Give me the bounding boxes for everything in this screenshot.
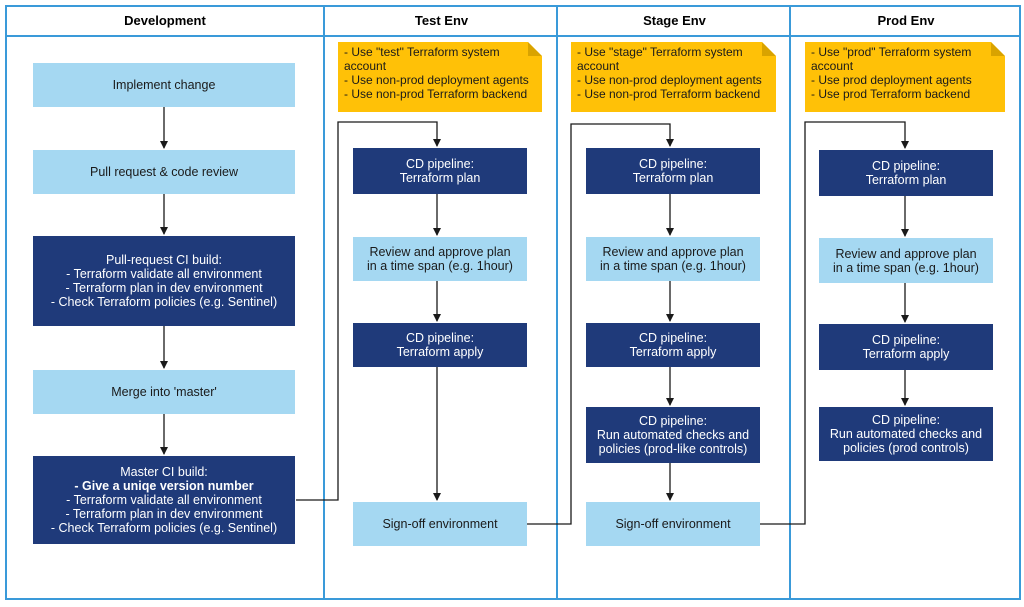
pull-request-step: Pull request & code review (33, 150, 295, 194)
test-terraform-apply-step: CD pipeline: Terraform apply (353, 323, 527, 367)
prod-automated-checks-step: CD pipeline: Run automated checks and po… (819, 407, 993, 461)
master-ci-build-step: Master CI build: - Give a uniqe version … (33, 456, 295, 544)
test-review-approve-step: Review and approve plan in a time span (… (353, 237, 527, 281)
lane-divider (556, 5, 558, 600)
merge-master-step: Merge into 'master' (33, 370, 295, 414)
lane-header-test: Test Env (325, 5, 558, 37)
prod-review-approve-step: Review and approve plan in a time span (… (819, 238, 993, 283)
lane-header-stage: Stage Env (558, 5, 791, 37)
lane-header-development: Development (5, 5, 325, 37)
pull-request-ci-build-step: Pull-request CI build: - Terraform valid… (33, 236, 295, 326)
test-env-note: - Use "test" Terraform system account - … (338, 42, 542, 112)
lane-header-prod: Prod Env (791, 5, 1021, 37)
prod-terraform-apply-step: CD pipeline: Terraform apply (819, 324, 993, 370)
test-terraform-plan-step: CD pipeline: Terraform plan (353, 148, 527, 194)
prod-terraform-plan-step: CD pipeline: Terraform plan (819, 150, 993, 196)
stage-env-note: - Use "stage" Terraform system account -… (571, 42, 776, 112)
diagram-frame (5, 5, 1021, 600)
stage-terraform-plan-step: CD pipeline: Terraform plan (586, 148, 760, 194)
implement-change-step: Implement change (33, 63, 295, 107)
lane-divider (323, 5, 325, 600)
stage-signoff-step: Sign-off environment (586, 502, 760, 546)
stage-automated-checks-step: CD pipeline: Run automated checks and po… (586, 407, 760, 463)
stage-review-approve-step: Review and approve plan in a time span (… (586, 237, 760, 281)
lane-divider (789, 5, 791, 600)
prod-env-note: - Use "prod" Terraform system account - … (805, 42, 1005, 112)
stage-terraform-apply-step: CD pipeline: Terraform apply (586, 323, 760, 367)
test-signoff-step: Sign-off environment (353, 502, 527, 546)
